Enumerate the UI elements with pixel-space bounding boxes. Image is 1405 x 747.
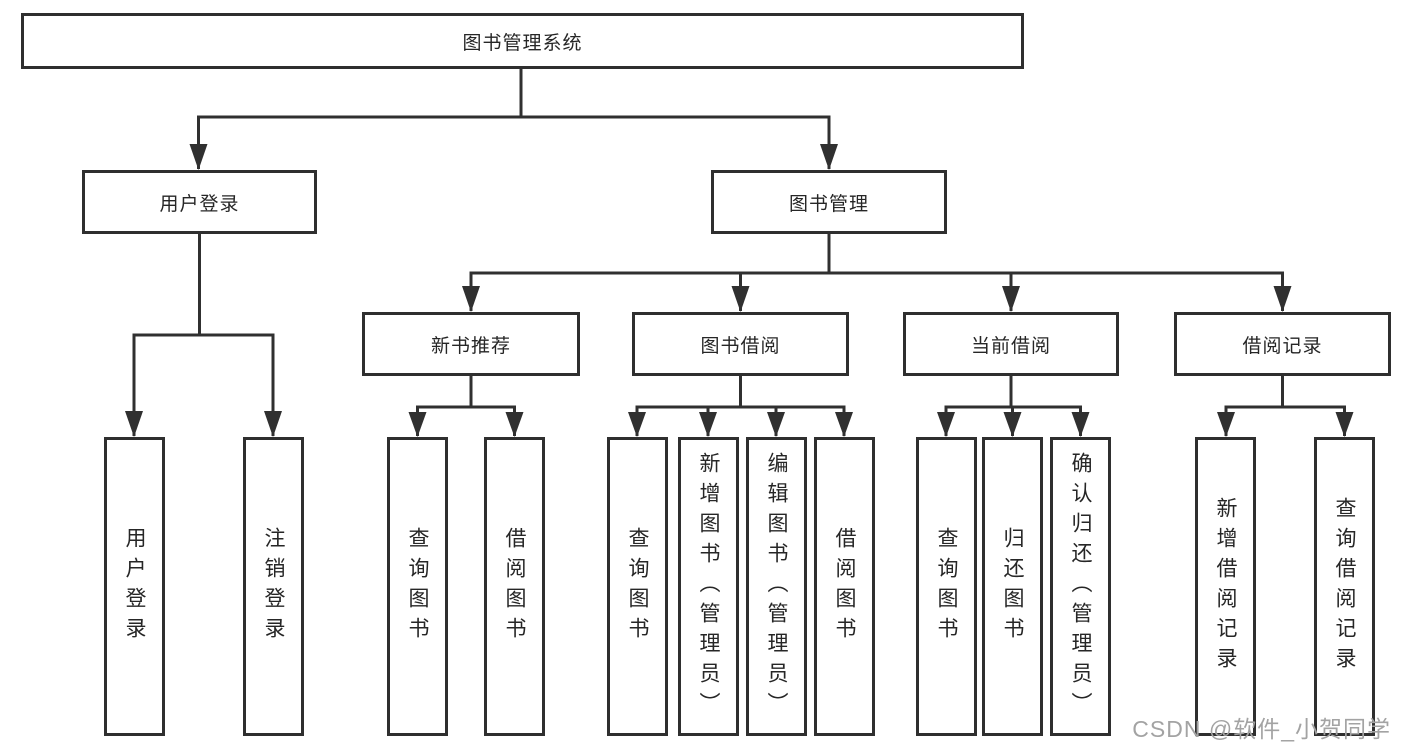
leaf-borrow-books: 借阅图书 <box>814 437 875 736</box>
node-label: 图书管理系统 <box>462 32 583 54</box>
node-new-book-recommendation: 新书推荐 <box>362 312 580 376</box>
leaf-user-login: 用户登录 <box>104 437 165 736</box>
leaf-add-books-admin: 新增图书（管理员） <box>678 437 739 736</box>
node-label: 新增借阅记录 <box>1214 496 1237 677</box>
leaf-borrow-books-recommendation: 借阅图书 <box>484 437 545 736</box>
node-current-borrowing: 当前借阅 <box>903 312 1119 376</box>
node-label: 查询图书 <box>935 526 958 647</box>
node-label: 用户登录 <box>123 526 146 647</box>
leaf-add-borrowing-record: 新增借阅记录 <box>1195 437 1256 736</box>
node-label: 新增图书（管理员） <box>697 451 720 722</box>
node-label: 借阅图书 <box>833 526 856 647</box>
leaf-query-books-borrowing: 查询图书 <box>607 437 668 736</box>
node-label: 确认归还（管理员） <box>1069 451 1092 722</box>
leaf-query-books-current: 查询图书 <box>916 437 977 736</box>
node-label: 图书管理 <box>788 193 869 215</box>
node-label: 查询图书 <box>406 526 429 647</box>
leaf-query-books-recommendation: 查询图书 <box>387 437 448 736</box>
node-label: 用户登录 <box>159 193 240 215</box>
leaf-query-borrowing-record: 查询借阅记录 <box>1314 437 1375 736</box>
node-book-management-branch: 图书管理 <box>711 170 947 234</box>
leaf-return-books: 归还图书 <box>982 437 1043 736</box>
leaf-confirm-return-admin: 确认归还（管理员） <box>1050 437 1111 736</box>
leaf-logout: 注销登录 <box>243 437 304 736</box>
node-label: 图书借阅 <box>700 335 781 357</box>
csdn-watermark: CSDN @软件_小贺同学 <box>1132 716 1391 742</box>
node-label: 当前借阅 <box>970 335 1051 357</box>
node-borrowing-records: 借阅记录 <box>1174 312 1391 376</box>
node-label: 注销登录 <box>262 526 285 647</box>
node-label: 新书推荐 <box>430 335 511 357</box>
node-root-library-management-system: 图书管理系统 <box>21 13 1024 69</box>
node-label: 编辑图书（管理员） <box>765 451 788 722</box>
node-label: 查询图书 <box>626 526 649 647</box>
node-label: 借阅图书 <box>503 526 526 647</box>
leaf-edit-books-admin: 编辑图书（管理员） <box>746 437 807 736</box>
node-book-borrowing: 图书借阅 <box>632 312 849 376</box>
node-user-login-branch: 用户登录 <box>82 170 317 234</box>
node-label: 归还图书 <box>1001 526 1024 647</box>
node-label: 借阅记录 <box>1242 335 1323 357</box>
node-label: 查询借阅记录 <box>1333 496 1356 677</box>
